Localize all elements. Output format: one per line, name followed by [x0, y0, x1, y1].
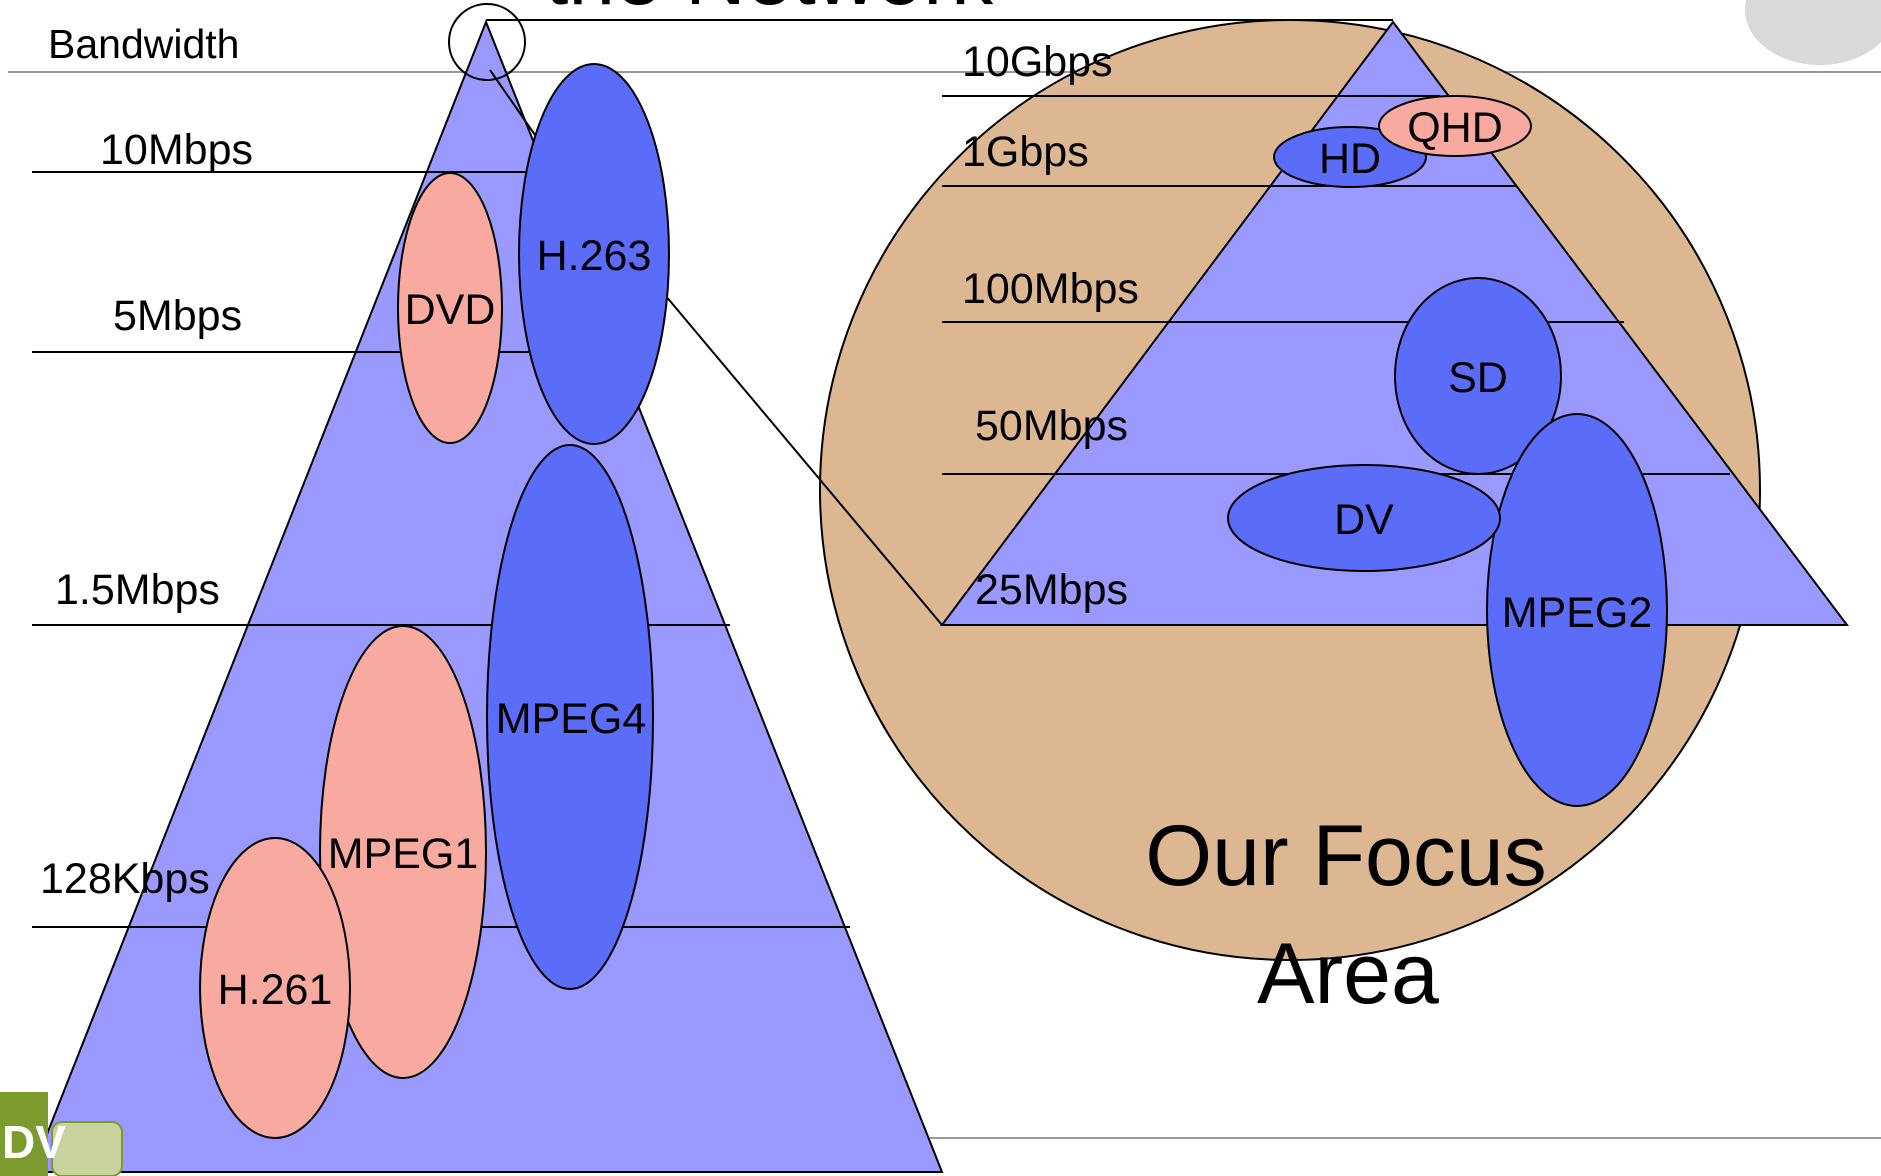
codec-ellipse-hd: [1273, 126, 1427, 188]
codec-ellipse-dv: [1227, 464, 1501, 572]
codec-label-sd: SD: [1448, 354, 1508, 402]
slide-title: the Network: [545, 0, 994, 22]
level-label-128kbps: 128Kbps: [40, 855, 210, 903]
codec-label-dvd: DVD: [405, 286, 496, 334]
focus-area-label-line2: Area: [1257, 926, 1439, 1022]
codec-label-mpeg1: MPEG1: [328, 830, 479, 878]
codec-ellipse-qhd: [1378, 95, 1532, 157]
focus-area-label-line1: Our Focus: [1145, 808, 1546, 904]
codec-label-h261: H.261: [218, 966, 333, 1014]
level-label-5mbps: 5Mbps: [113, 292, 242, 340]
codec-label-mpeg4: MPEG4: [496, 695, 647, 743]
axis-label-bandwidth: Bandwidth: [48, 21, 239, 67]
level-label-1-5mbps: 1.5Mbps: [55, 566, 220, 614]
level-label-100mbps: 100Mbps: [962, 265, 1139, 313]
codec-label-h263: H.263: [537, 232, 652, 280]
level-label-50mbps: 50Mbps: [975, 402, 1128, 450]
logo: DV: [0, 1092, 123, 1176]
codec-ellipse-mpeg2: [1486, 413, 1668, 807]
codec-label-hd: HD: [1319, 135, 1381, 183]
codec-label-qhd: QHD: [1407, 104, 1503, 152]
codec-label-dv: DV: [1334, 496, 1394, 544]
level-label-10gbps: 10Gbps: [962, 38, 1113, 86]
zoom-circle: [448, 3, 526, 81]
codec-ellipse-dvd: [397, 172, 503, 444]
codec-ellipse-h263: [518, 63, 670, 445]
zoom-connector-apex: [489, 69, 536, 136]
codec-ellipse-h261: [199, 837, 351, 1139]
codec-ellipse-mpeg1: [319, 625, 487, 1079]
codec-ellipse-mpeg4: [486, 444, 654, 990]
codec-label-mpeg2: MPEG2: [1502, 589, 1653, 637]
codec-ellipse-sd: [1394, 277, 1562, 475]
corner-decoration: [1745, 0, 1881, 65]
level-label-25mbps: 25Mbps: [975, 566, 1128, 614]
level-label-1gbps: 1Gbps: [962, 128, 1089, 176]
logo-text: DV: [2, 1116, 66, 1168]
level-label-10mbps: 10Mbps: [100, 126, 253, 174]
zoom-connector-bottom: [664, 294, 943, 626]
